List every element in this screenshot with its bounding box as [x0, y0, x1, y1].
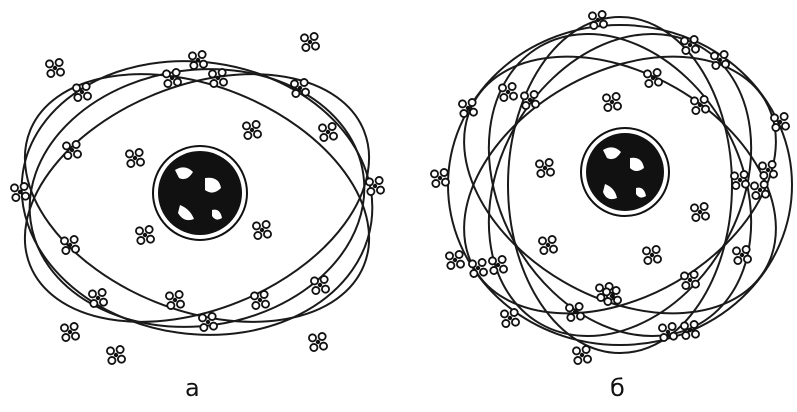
satellite-icon [691, 96, 709, 114]
satellite-icon [126, 149, 144, 167]
satellite-icon [644, 69, 662, 87]
satellite-icon [107, 346, 125, 364]
satellite-icon [759, 161, 777, 179]
satellite-icon [603, 287, 621, 305]
satellite-icon [251, 291, 269, 309]
satellite-icon [446, 251, 464, 269]
satellite-icon [301, 33, 319, 51]
satellite-icon [89, 289, 107, 307]
satellite-icon [366, 177, 384, 195]
satellite-icon [499, 83, 517, 101]
satellite-group [11, 11, 789, 364]
satellite-icon [136, 226, 154, 244]
satellite-icon [319, 123, 337, 141]
earth-globe-icon [153, 146, 247, 240]
satellite-icon [733, 246, 751, 264]
satellite-icon [431, 169, 449, 187]
constellation-diagram-b [419, 0, 797, 384]
satellite-icon [199, 313, 217, 331]
satellite-icon [63, 141, 81, 159]
satellite-icon [681, 36, 699, 54]
satellite-icon [539, 236, 557, 254]
satellite-icon [243, 121, 261, 139]
satellite-icon [61, 236, 79, 254]
satellite-icon [253, 221, 271, 239]
diagram-label-a: а [185, 374, 200, 402]
satellite-icon [209, 69, 227, 87]
satellite-icon [311, 276, 329, 294]
satellite-icon [566, 303, 584, 321]
satellite-icon [659, 323, 677, 341]
diagram-label-b: б [610, 374, 625, 402]
satellite-icon [681, 321, 699, 339]
satellite-icon [501, 309, 519, 327]
satellite-icon [166, 291, 184, 309]
satellite-icon [691, 203, 709, 221]
satellite-icon [771, 113, 789, 131]
satellite-icon [536, 159, 554, 177]
satellite-icon [459, 99, 477, 117]
satellite-icon [589, 11, 607, 29]
satellite-icon [573, 346, 591, 364]
satellite-icon [521, 91, 539, 109]
satellite-icon [163, 69, 181, 87]
satellite-icon [469, 259, 487, 277]
earth-globe-icon [581, 128, 669, 216]
satellite-icon [603, 93, 621, 111]
satellite-icon [309, 333, 327, 351]
satellite-icon [711, 51, 729, 69]
satellite-icon [61, 323, 79, 341]
satellite-icon [11, 183, 29, 201]
satellite-icon [681, 271, 699, 289]
satellite-icon [751, 181, 769, 199]
satellite-icon [291, 79, 309, 97]
satellite-icon [489, 256, 507, 274]
satellite-icon [189, 51, 207, 69]
satellite-icon [643, 246, 661, 264]
satellite-icon [46, 59, 64, 77]
satellite-icon [731, 171, 749, 189]
satellite-icon [73, 83, 91, 101]
